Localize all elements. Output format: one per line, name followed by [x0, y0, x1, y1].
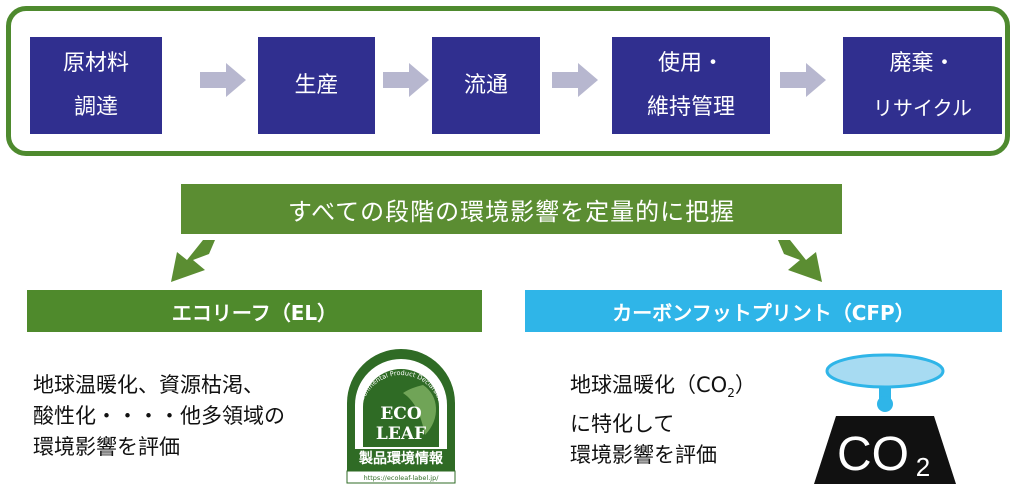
stage-production: 生産	[258, 37, 375, 134]
cfp-description: 地球温暖化（CO2） に特化して 環境影響を評価	[570, 370, 756, 471]
summary-banner: すべての段階の環境影響を定量的に把握	[181, 184, 842, 234]
right-arrow-icon	[200, 63, 246, 97]
cfp-desc-line3: 環境影響を評価	[570, 443, 717, 468]
stage-disposal-line1: 廃棄・	[889, 50, 956, 76]
stage-disposal-recycle: 廃棄・ リサイクル	[843, 37, 1002, 134]
stage-raw-material-line2: 調達	[73, 94, 118, 120]
stage-distribution-label: 流通	[463, 72, 508, 98]
cfp-logo-co: CO	[837, 428, 909, 481]
stage-production-label: 生産	[294, 72, 339, 98]
ecoleaf-logo-leaf: LEAF	[376, 424, 426, 444]
cfp-label-bar: カーボンフットプリント（CFP）	[525, 290, 1002, 332]
ecoleaf-logo-eco: ECO	[380, 404, 421, 424]
stage-disposal-line2: リサイクル	[873, 95, 972, 120]
ecoleaf-logo-jp: 製品環境情報	[358, 450, 444, 467]
stage-use-line1: 使用・	[657, 50, 724, 76]
ecoleaf-label-bar: エコリーフ（EL）	[27, 290, 482, 332]
stage-raw-material: 原材料 調達	[30, 37, 162, 134]
ecoleaf-desc-line3: 環境影響を評価	[33, 435, 180, 459]
stage-raw-material-line1: 原材料	[62, 50, 129, 76]
cfp-logo: CO 2	[814, 353, 956, 484]
ecoleaf-description: 地球温暖化、資源枯渇、 酸性化・・・・他多領域の 環境影響を評価	[33, 370, 285, 463]
right-arrow-icon	[383, 63, 429, 97]
ecoleaf-logo-url: https://ecoleaf-label.jp/	[364, 474, 440, 482]
ecoleaf-desc-line2: 酸性化・・・・他多領域の	[33, 404, 285, 428]
stage-use-line2: 維持管理	[646, 94, 735, 120]
ecoleaf-desc-line1: 地球温暖化、資源枯渇、	[33, 373, 264, 397]
stage-use-maintenance: 使用・ 維持管理	[612, 37, 770, 134]
ecoleaf-logo: Environmental Product Declaration ECO LE…	[346, 349, 456, 484]
cfp-desc-line2: に特化して	[570, 412, 675, 437]
right-arrow-icon	[552, 63, 598, 97]
down-right-arrow-icon	[778, 240, 822, 282]
cfp-desc-line1: 地球温暖化（CO2）	[570, 373, 756, 401]
stage-distribution: 流通	[432, 37, 540, 134]
right-arrow-icon	[780, 63, 826, 97]
cfp-logo-sub: 2	[916, 452, 930, 482]
down-left-arrow-icon	[171, 240, 215, 282]
